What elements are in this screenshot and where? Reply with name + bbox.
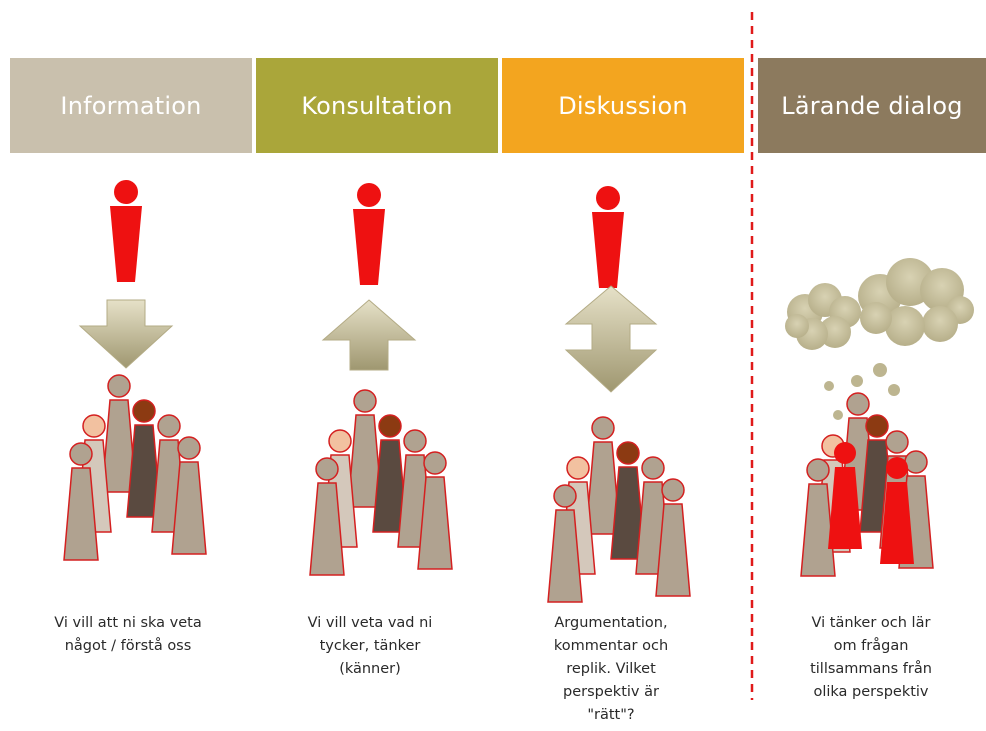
information-crowd-icon: [64, 375, 206, 560]
header-konsultation: Konsultation: [256, 58, 498, 153]
diskussion-crowd-icon: [548, 417, 690, 602]
larande-dialog-group: [785, 258, 974, 577]
information-group: [64, 180, 206, 560]
information-speaker-icon: [110, 180, 142, 282]
diskussion-group: [548, 186, 690, 602]
header-information-label: Information: [60, 91, 202, 120]
header-information: Information: [10, 58, 252, 153]
thought-cloud-right-icon: [858, 258, 974, 346]
konsultation-up-arrow-icon: [321, 299, 417, 371]
header-konsultation-label: Konsultation: [301, 91, 453, 120]
diskussion-speaker-icon: [592, 186, 624, 288]
thought-cloud-left-icon: [785, 283, 861, 350]
konsultation-group: [310, 183, 452, 575]
caption-konsultation: Vi vill veta vad ni tycker, tänker (känn…: [307, 615, 433, 677]
konsultation-crowd-icon: [310, 390, 452, 575]
caption-larande-dialog: Vi tänker och lär om frågan tillsammans …: [810, 615, 932, 700]
header-larande-dialog: Lärande dialog: [758, 58, 986, 153]
header-diskussion-label: Diskussion: [558, 91, 688, 120]
diskussion-double-arrow-icon: [564, 285, 658, 393]
larande-dialog-crowd-icon: [800, 392, 934, 577]
header-larande-dialog-label: Lärande dialog: [781, 91, 963, 120]
information-down-arrow-icon: [78, 299, 174, 369]
konsultation-speaker-icon: [353, 183, 385, 285]
thought-bubbles-icon: [824, 363, 900, 420]
caption-diskussion: Argumentation, kommentar och replik. Vil…: [553, 615, 669, 723]
caption-information: Vi vill att ni ska veta något / förstå o…: [54, 615, 202, 654]
header-diskussion: Diskussion: [502, 58, 744, 153]
